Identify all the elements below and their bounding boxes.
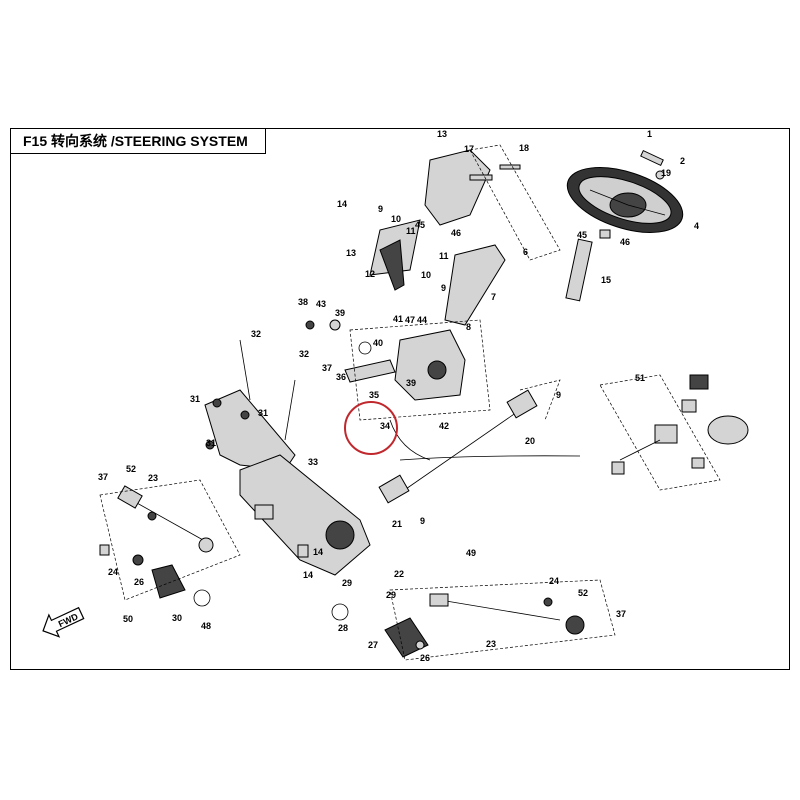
callout-35: 35	[369, 390, 379, 400]
callout-9: 9	[420, 516, 425, 526]
callout-14: 14	[337, 199, 347, 209]
callout-23: 23	[148, 473, 158, 483]
callout-33: 33	[308, 457, 318, 467]
callout-49: 49	[466, 548, 476, 558]
callout-41: 41	[393, 314, 403, 324]
callout-24: 24	[549, 576, 559, 586]
callout-11: 11	[406, 226, 416, 236]
callout-37: 37	[98, 472, 108, 482]
callout-47: 47	[405, 315, 415, 325]
left-tie-rod	[99, 485, 214, 607]
callout-37: 37	[616, 609, 626, 619]
callout-44: 44	[417, 315, 427, 325]
callout-2: 2	[680, 156, 685, 166]
callout-38: 38	[298, 297, 308, 307]
callout-1: 1	[647, 129, 652, 139]
diagram-title: F15 转向系统 /STEERING SYSTEM	[10, 128, 266, 154]
callout-51: 51	[635, 373, 645, 383]
callout-43: 43	[316, 299, 326, 309]
callout-8: 8	[466, 322, 471, 332]
callout-36: 36	[336, 372, 346, 382]
callout-9: 9	[441, 283, 446, 293]
callout-26: 26	[134, 577, 144, 587]
callout-13: 13	[437, 129, 447, 139]
callout-32: 32	[299, 349, 309, 359]
callout-9: 9	[556, 390, 561, 400]
callout-10: 10	[391, 214, 401, 224]
callout-29: 29	[386, 590, 396, 600]
callout-31: 31	[206, 438, 216, 448]
callout-10: 10	[421, 270, 431, 280]
lower-shaft	[378, 389, 581, 504]
callout-28: 28	[338, 623, 348, 633]
callout-27: 27	[368, 640, 378, 650]
column-bracket	[369, 149, 521, 326]
callout-23: 23	[486, 639, 496, 649]
callout-22: 22	[394, 569, 404, 579]
horn-cap	[640, 149, 665, 180]
callout-39: 39	[335, 308, 345, 318]
callout-21: 21	[392, 519, 402, 529]
assembly-outlines	[99, 144, 721, 661]
callout-50: 50	[123, 614, 133, 624]
callout-32: 32	[251, 329, 261, 339]
callout-29: 29	[342, 578, 352, 588]
parts-artwork	[99, 144, 749, 661]
callout-46: 46	[620, 237, 630, 247]
callout-31: 31	[190, 394, 200, 404]
callout-6: 6	[523, 247, 528, 257]
callout-18: 18	[519, 143, 529, 153]
tilt-bracket	[305, 319, 466, 401]
callout-15: 15	[601, 275, 611, 285]
callout-19: 19	[661, 168, 671, 178]
callout-39: 39	[406, 378, 416, 388]
callout-24: 24	[108, 567, 118, 577]
fwd-arrow-icon: FWD	[42, 606, 85, 638]
callout-31: 31	[258, 408, 268, 418]
callout-48: 48	[201, 621, 211, 631]
callout-7: 7	[491, 292, 496, 302]
right-tie-rod	[331, 593, 585, 658]
callout-4: 4	[694, 221, 699, 231]
callout-12: 12	[365, 269, 375, 279]
steering-wheel	[566, 167, 684, 233]
callout-9: 9	[378, 204, 383, 214]
callout-11: 11	[439, 251, 449, 261]
callout-17: 17	[464, 144, 474, 154]
steering-gear	[239, 454, 371, 576]
callout-34: 34	[380, 421, 390, 431]
callout-20: 20	[525, 436, 535, 446]
frame-bracket	[204, 339, 296, 471]
callout-42: 42	[439, 421, 449, 431]
upper-shaft	[565, 229, 611, 302]
callout-40: 40	[373, 338, 383, 348]
callout-14: 14	[303, 570, 313, 580]
callout-14: 14	[313, 547, 323, 557]
callout-26: 26	[420, 653, 430, 663]
callout-13: 13	[346, 248, 356, 258]
callout-52: 52	[578, 588, 588, 598]
callout-37: 37	[322, 363, 332, 373]
callout-30: 30	[172, 613, 182, 623]
callout-45: 45	[577, 230, 587, 240]
highlight-circle	[344, 401, 398, 455]
callout-45: 45	[415, 220, 425, 230]
ignition-switch	[611, 374, 749, 475]
callout-46: 46	[451, 228, 461, 238]
callout-52: 52	[126, 464, 136, 474]
